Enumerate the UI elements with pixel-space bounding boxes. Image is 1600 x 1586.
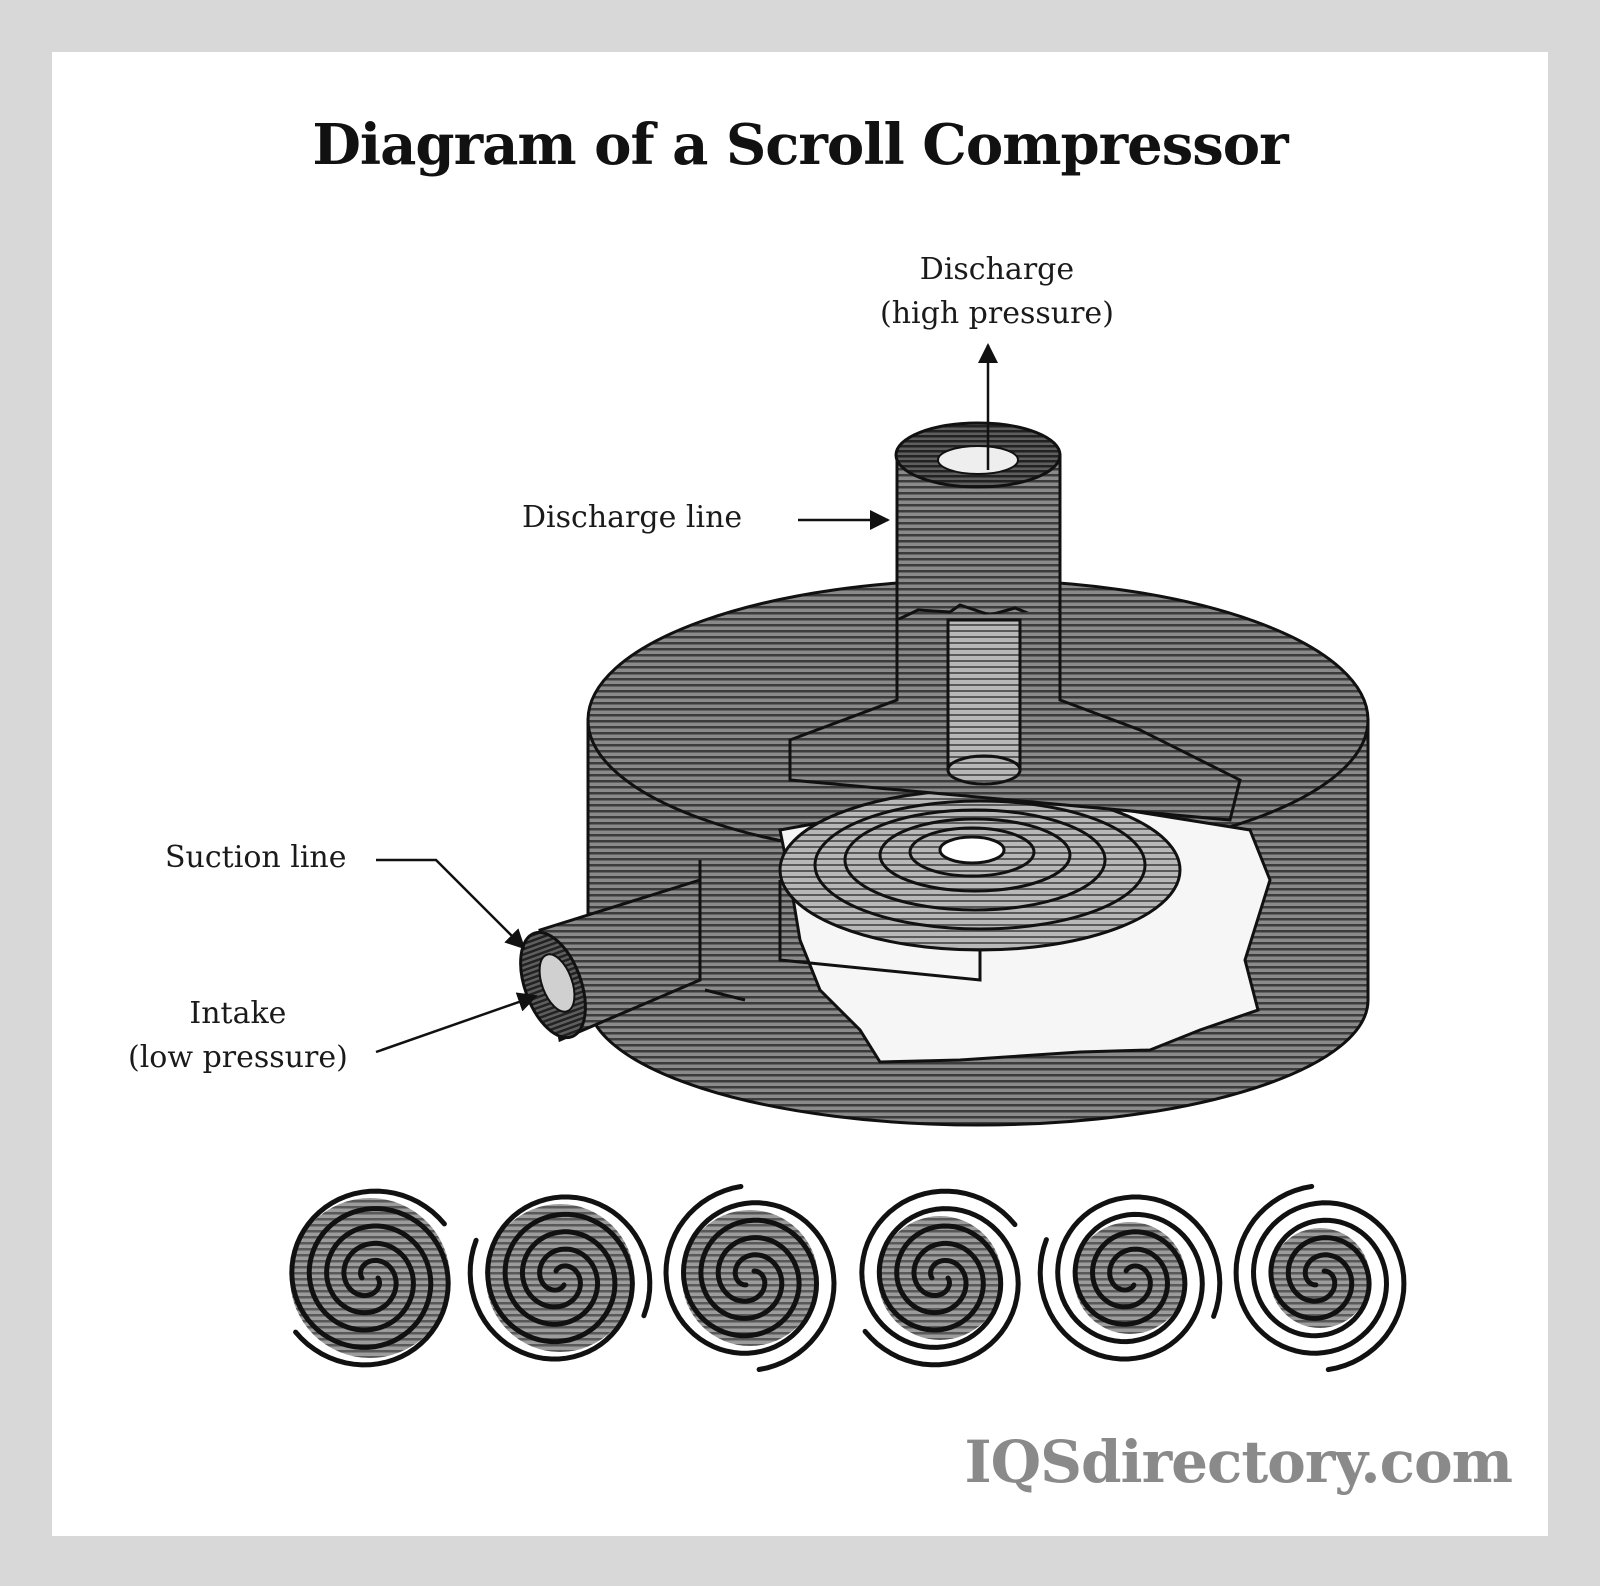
spiral-stage-1 (289, 1188, 451, 1368)
discharge-label-subtext: (high pressure) (880, 295, 1114, 331)
discharge-line-label: Discharge line (522, 500, 743, 535)
fixed-scroll-wrap (663, 1184, 820, 1356)
spiral-shaded-pocket (682, 1210, 818, 1346)
spiral-shaded-pocket (1270, 1228, 1370, 1328)
spiral-stage-4 (859, 1188, 1021, 1368)
spiral-shaded-pocket (290, 1198, 450, 1358)
orbiting-scroll-wrap (289, 1188, 447, 1350)
intake-label-subtext: (low pressure) (128, 1039, 348, 1075)
spiral-stage-6 (1233, 1183, 1407, 1373)
spiral-stage-2 (467, 1194, 653, 1362)
suction-line-label: Suction line (165, 840, 347, 875)
orbiting-scroll-wrap (485, 1194, 653, 1345)
page-title: Diagram of a Scroll Compressor (312, 112, 1288, 178)
spiral-shaded-pocket (878, 1216, 1002, 1340)
inner-shaft (946, 618, 1022, 786)
fixed-scroll-wrap (1055, 1194, 1223, 1345)
suction-line-tube (519, 860, 746, 1043)
orbiting-scroll-wrap (680, 1200, 837, 1372)
suction-line-arrow (376, 858, 526, 950)
orbiting-scroll-wrap (1233, 1183, 1390, 1356)
fixed-scroll-wrap (859, 1188, 1018, 1350)
spiral-sequence-row (289, 1183, 1407, 1373)
discharge-label-text: Discharge (919, 252, 1075, 287)
spiral-stage-3 (663, 1184, 837, 1372)
fixed-scroll-wrap (467, 1211, 635, 1362)
discharge-label: Discharge (high pressure) (880, 248, 1114, 335)
intake-label-text: Intake (189, 996, 287, 1031)
fixed-scroll-wrap (293, 1206, 451, 1368)
spiral-shaded-pocket (486, 1204, 634, 1352)
orbiting-scroll-wrap (1037, 1211, 1205, 1362)
intake-label: Intake (low pressure) (128, 992, 348, 1079)
watermark-logo: IQSdirectory.com (964, 1428, 1513, 1496)
fixed-scroll-wrap (1250, 1200, 1407, 1373)
orbiting-scroll-wrap (862, 1206, 1021, 1368)
intake-arrow (375, 992, 538, 1054)
spiral-stage-5 (1037, 1194, 1223, 1362)
